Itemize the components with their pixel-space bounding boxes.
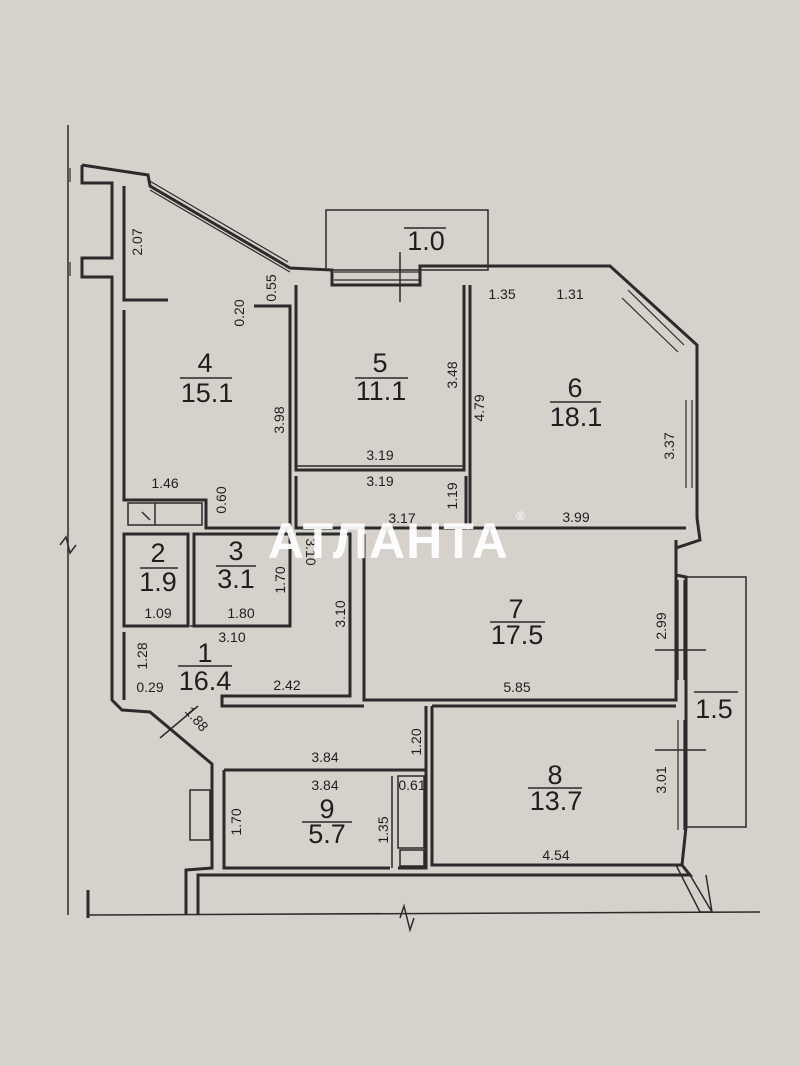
svg-text:1.88: 1.88 bbox=[182, 703, 212, 734]
svg-text:3.19: 3.19 bbox=[366, 447, 393, 463]
room-9-label: 9 5.7 bbox=[302, 794, 352, 849]
svg-text:3.19: 3.19 bbox=[366, 473, 393, 489]
svg-text:7: 7 bbox=[508, 594, 523, 624]
svg-text:0.55: 0.55 bbox=[263, 274, 279, 301]
svg-text:1.9: 1.9 bbox=[139, 567, 177, 597]
svg-text:1.28: 1.28 bbox=[134, 642, 150, 669]
svg-text:5.85: 5.85 bbox=[503, 679, 530, 695]
window-room-5 bbox=[334, 271, 420, 281]
svg-text:17.5: 17.5 bbox=[491, 620, 544, 650]
svg-text:3: 3 bbox=[228, 536, 243, 566]
svg-text:3.17: 3.17 bbox=[388, 510, 415, 526]
svg-text:6: 6 bbox=[567, 373, 582, 403]
svg-text:3.10: 3.10 bbox=[332, 600, 348, 627]
outer-wall bbox=[81, 163, 702, 915]
svg-text:1.70: 1.70 bbox=[272, 566, 288, 593]
svg-text:1.20: 1.20 bbox=[408, 728, 424, 755]
svg-text:3.99: 3.99 bbox=[562, 509, 589, 525]
svg-text:®: ® bbox=[516, 509, 525, 523]
svg-text:4.79: 4.79 bbox=[471, 394, 487, 421]
svg-text:3.48: 3.48 bbox=[444, 361, 460, 388]
svg-text:3.10: 3.10 bbox=[303, 538, 319, 565]
room-7-label: 7 17.5 bbox=[490, 594, 545, 650]
svg-text:1.19: 1.19 bbox=[444, 482, 460, 509]
dimension-labels: 2.07 0.55 0.20 3.98 1.46 0.60 1.35 1.31 … bbox=[129, 228, 677, 863]
svg-text:1.35: 1.35 bbox=[375, 816, 391, 843]
svg-text:1.35: 1.35 bbox=[488, 286, 515, 302]
svg-text:3.98: 3.98 bbox=[271, 406, 287, 433]
room-6-label: 6 18.1 bbox=[550, 373, 603, 432]
svg-text:1.5: 1.5 bbox=[695, 694, 733, 724]
svg-text:3.37: 3.37 bbox=[661, 432, 677, 459]
svg-text:АТЛАНТА: АТЛАНТА bbox=[268, 513, 509, 569]
svg-text:8: 8 bbox=[547, 760, 562, 790]
svg-text:9: 9 bbox=[319, 794, 334, 824]
svg-text:0.60: 0.60 bbox=[213, 486, 229, 513]
svg-text:0.29: 0.29 bbox=[136, 679, 163, 695]
svg-text:13.7: 13.7 bbox=[530, 786, 583, 816]
svg-text:4: 4 bbox=[197, 348, 212, 378]
svg-text:18.1: 18.1 bbox=[550, 402, 603, 432]
window-room-6 bbox=[621, 289, 693, 488]
svg-text:16.4: 16.4 bbox=[179, 666, 232, 696]
svg-text:5.7: 5.7 bbox=[308, 819, 346, 849]
svg-text:5: 5 bbox=[372, 348, 387, 378]
svg-text:11.1: 11.1 bbox=[356, 376, 407, 406]
window-room-8 bbox=[677, 720, 685, 830]
svg-text:3.84: 3.84 bbox=[311, 777, 338, 793]
svg-text:3.1: 3.1 bbox=[217, 564, 255, 594]
svg-text:3.01: 3.01 bbox=[653, 766, 669, 793]
room-2-label: 2 1.9 bbox=[139, 538, 178, 597]
svg-text:1: 1 bbox=[197, 638, 212, 668]
room-8-label: 8 13.7 bbox=[528, 760, 582, 816]
room-1-label: 1 16.4 bbox=[178, 638, 232, 696]
svg-text:2.99: 2.99 bbox=[653, 612, 669, 639]
svg-text:2: 2 bbox=[150, 538, 165, 568]
svg-text:2.42: 2.42 bbox=[273, 677, 300, 693]
room-3-label: 3 3.1 bbox=[216, 536, 256, 594]
room-4-label: 4 15.1 bbox=[180, 348, 233, 408]
svg-text:4.54: 4.54 bbox=[542, 847, 569, 863]
room-5-label: 5 11.1 bbox=[355, 348, 408, 406]
svg-text:1.46: 1.46 bbox=[151, 475, 178, 491]
svg-text:15.1: 15.1 bbox=[181, 378, 234, 408]
window-room-4 bbox=[147, 179, 291, 273]
svg-text:1.31: 1.31 bbox=[556, 286, 583, 302]
window-room-7 bbox=[677, 580, 685, 680]
svg-text:0.20: 0.20 bbox=[231, 299, 247, 326]
balcony-top bbox=[325, 209, 489, 271]
svg-text:1.09: 1.09 bbox=[144, 605, 171, 621]
watermark: АТЛАНТА ® bbox=[268, 509, 525, 569]
svg-text:2.07: 2.07 bbox=[129, 228, 145, 255]
svg-text:0.61: 0.61 bbox=[398, 777, 425, 793]
svg-text:1.70: 1.70 bbox=[228, 808, 244, 835]
balcony-top-label: 1.0 bbox=[404, 226, 446, 256]
svg-text:1.0: 1.0 bbox=[407, 226, 445, 256]
svg-text:3.10: 3.10 bbox=[218, 629, 245, 645]
svg-text:1.80: 1.80 bbox=[227, 605, 254, 621]
balcony-right-label: 1.5 bbox=[694, 691, 738, 724]
svg-text:3.84: 3.84 bbox=[311, 749, 338, 765]
